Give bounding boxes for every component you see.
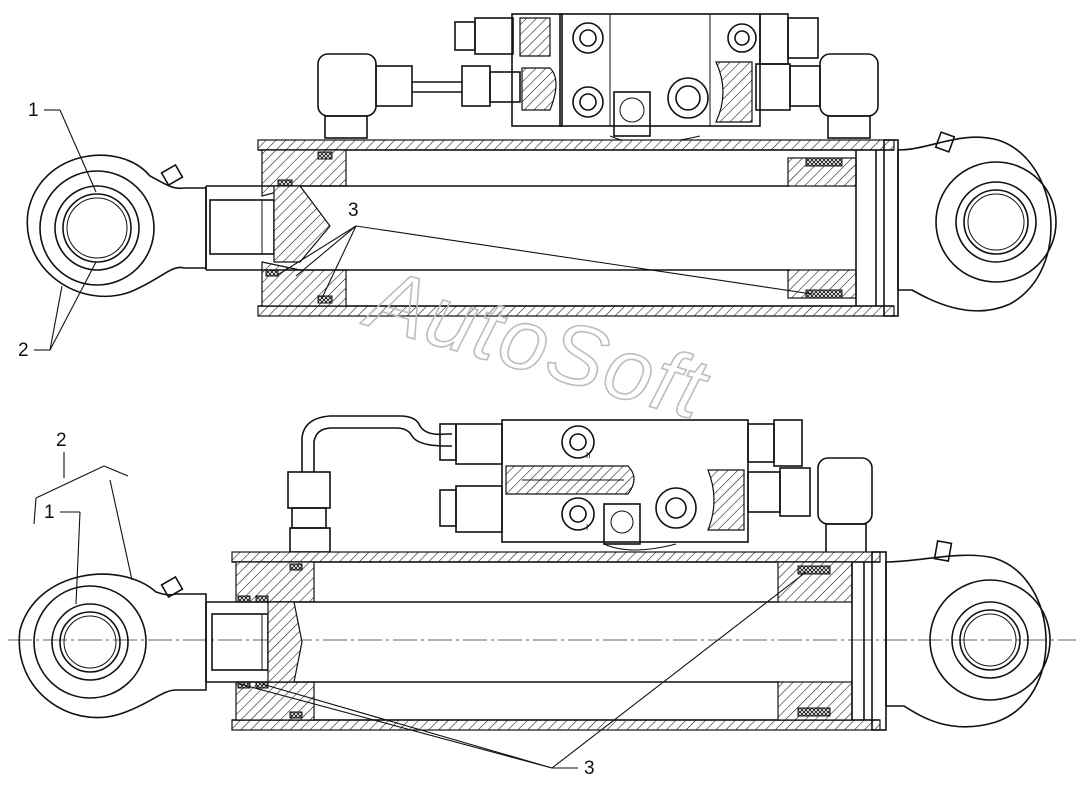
bottom-right-eye bbox=[885, 539, 1051, 728]
top-right-eye bbox=[897, 131, 1057, 312]
top-callout-1: 1 bbox=[28, 100, 39, 121]
top-cylinder-view: 1 2 3 bbox=[18, 13, 1057, 361]
top-callout-2: 2 bbox=[18, 340, 29, 361]
bottom-pipe bbox=[287, 415, 452, 553]
top-valve-block bbox=[511, 13, 789, 144]
bottom-callouts: 2 1 3 bbox=[33, 430, 807, 779]
bottom-cylinder-view: II I bbox=[8, 415, 1076, 779]
top-callouts: 1 2 3 bbox=[18, 100, 813, 361]
bottom-callout-3: 3 bbox=[584, 758, 595, 779]
watermark-text: AutoSoft bbox=[354, 249, 719, 438]
top-fittings bbox=[317, 17, 879, 139]
bottom-piston bbox=[777, 561, 853, 721]
top-barrel bbox=[257, 139, 899, 317]
bottom-left-eye bbox=[18, 573, 207, 719]
top-gland bbox=[261, 149, 347, 307]
valve-mark-upper: II bbox=[586, 451, 590, 460]
top-piston-rod bbox=[205, 185, 790, 271]
top-piston bbox=[787, 150, 857, 306]
bottom-callout-2: 2 bbox=[56, 430, 67, 451]
top-callout-3: 3 bbox=[348, 200, 359, 221]
bottom-callout-1: 1 bbox=[44, 502, 55, 523]
top-left-eye bbox=[26, 154, 207, 298]
bottom-barrel bbox=[231, 551, 887, 731]
bottom-piston-rod bbox=[205, 601, 780, 683]
valve-mark-lower: I bbox=[586, 523, 588, 532]
bottom-valve-block: II I bbox=[439, 419, 873, 555]
